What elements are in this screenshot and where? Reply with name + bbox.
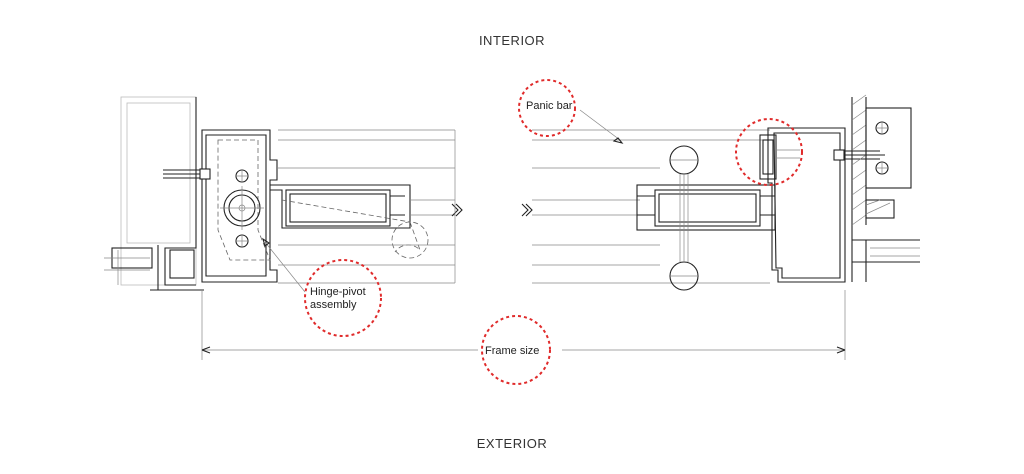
callout-leaders — [262, 109, 624, 293]
right-door-leaf — [521, 129, 776, 291]
interior-label: INTERIOR — [478, 33, 546, 48]
right-wall — [851, 94, 920, 282]
frame-size-callout-circle — [481, 315, 551, 385]
frame-size-dimension — [201, 290, 846, 360]
panic-bar-callout-circle — [518, 79, 576, 137]
left-frame — [163, 129, 278, 283]
exterior-label: EXTERIOR — [476, 436, 548, 451]
hinge-pivot-callout-circle — [304, 259, 382, 337]
left-wall-jamb — [104, 96, 204, 291]
hinge-pivot-label: Hinge-pivot assembly — [310, 286, 366, 311]
right-frame — [759, 127, 885, 283]
panic-bar-detail-callout-circle — [735, 118, 803, 186]
left-door-leaf — [270, 129, 463, 284]
panic-bar-label: Panic bar — [526, 100, 573, 112]
frame-size-label: Frame size — [485, 345, 540, 357]
